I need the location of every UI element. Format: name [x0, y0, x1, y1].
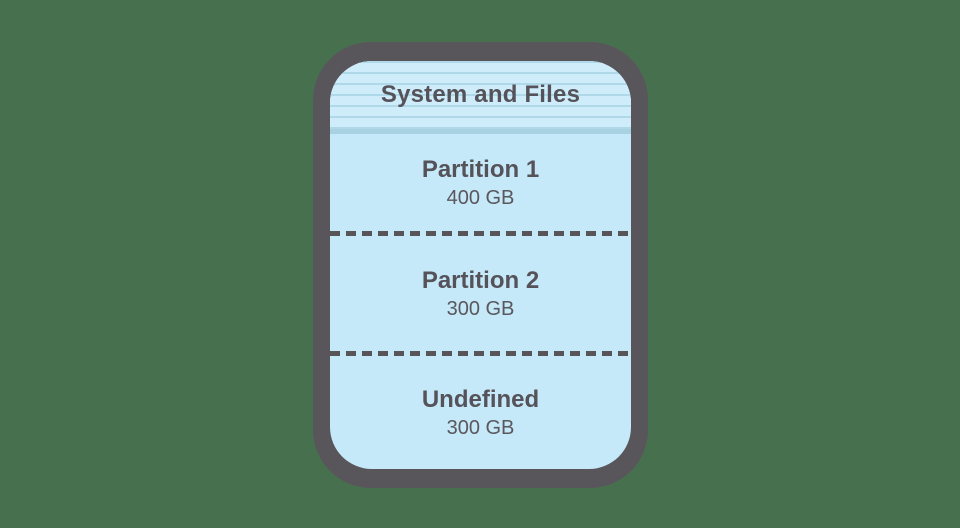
undefined-section: Undefined 300 GB [330, 356, 631, 469]
partition-1-section: Partition 1 400 GB [330, 134, 631, 231]
partition-1-size: 400 GB [446, 186, 515, 209]
partition-2-title: Partition 2 [421, 266, 540, 294]
disk-device: System and Files Partition 1 400 GB Part… [313, 42, 648, 488]
partition-2-section: Partition 2 300 GB [330, 236, 631, 351]
partition-1-title: Partition 1 [421, 155, 540, 183]
undefined-size: 300 GB [446, 416, 515, 439]
dashed-divider-2 [330, 351, 631, 356]
disk-header-system-files: System and Files [330, 61, 631, 134]
dashed-divider-1 [330, 231, 631, 236]
disk-header-label: System and Files [380, 81, 581, 108]
partition-2-size: 300 GB [446, 297, 515, 320]
undefined-title: Undefined [421, 385, 540, 413]
disk-body: System and Files Partition 1 400 GB Part… [330, 61, 631, 469]
